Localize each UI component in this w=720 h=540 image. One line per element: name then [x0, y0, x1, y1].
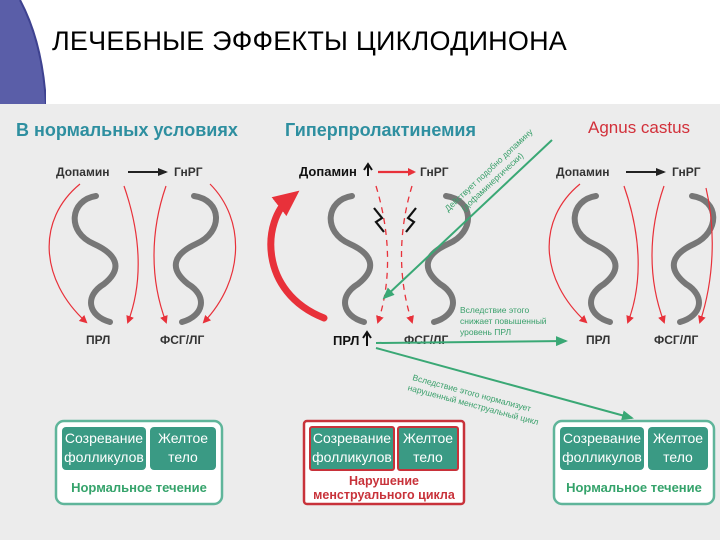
- label-gnrg-agnus: ГнРГ: [672, 165, 701, 179]
- label-dopamine-hyper: Допамин: [299, 164, 357, 179]
- box-corpus-normal-line2: тело: [168, 449, 198, 465]
- heading-normal: В нормальных условиях: [16, 120, 238, 140]
- up-arrow-dopamine-hyper: [363, 162, 373, 176]
- corner-decoration: [0, 0, 46, 104]
- heading-hyper: Гиперпролактинемия: [285, 120, 476, 140]
- label-prl-agnus: ПРЛ: [586, 333, 610, 347]
- page-title: ЛЕЧЕБНЫЕ ЭФФЕКТЫ ЦИКЛОДИНОНА: [52, 26, 567, 56]
- note-reduce-line3: уровень ПРЛ: [460, 327, 511, 337]
- box-corpus-luteum-normal: [150, 427, 216, 470]
- dashed-arrow-left-hyper: [375, 185, 389, 324]
- label-gnrg-normal: ГнРГ: [174, 165, 203, 179]
- label-dopamine-normal: Допамин: [56, 165, 109, 179]
- label-gnrg-hyper: ГнРГ: [420, 165, 449, 179]
- note-reduce-line1: Вследствие этого: [460, 305, 529, 315]
- box-follicles-hyper: [309, 426, 395, 471]
- flow-normal: Нормальное течение: [71, 480, 207, 495]
- box-follicles-agnus-line2: фолликулов: [562, 449, 642, 465]
- flow-hyper-line1: Нарушение: [349, 474, 419, 488]
- inner-arrow-right-normal: [153, 185, 168, 324]
- feedback-arrow-left-agnus: [548, 183, 588, 324]
- dashed-arrow-right-hyper: [400, 185, 414, 324]
- pituitary-right-normal: [172, 193, 219, 325]
- arrow-agnus-to-dopamine: [382, 139, 553, 300]
- label-fsg-normal: ФСГ/ЛГ: [160, 333, 204, 347]
- box-corpus-hyper-line1: Желтое: [403, 430, 453, 446]
- label-fsg-hyper: ФСГ/ЛГ: [404, 333, 448, 347]
- pituitary-left-normal: [71, 193, 119, 325]
- panel-normal: В нормальных условиях Допамин ГнРГ ПРЛ Ф…: [16, 120, 238, 506]
- inner-arrow-left-agnus: [623, 185, 639, 324]
- box-corpus-agnus-line2: тело: [663, 449, 693, 465]
- pituitary-right-agnus: [670, 193, 717, 325]
- box-follicles-normal: [62, 427, 146, 470]
- big-feedback-arrow-hyper: [267, 190, 328, 322]
- box-corpus-hyper-line2: тело: [413, 449, 443, 465]
- box-follicles-agnus-line1: Созревание: [563, 430, 641, 446]
- feedback-arrow-left-normal: [48, 183, 88, 324]
- box-corpus-normal-line1: Желтое: [158, 430, 208, 446]
- lightning-left-icon: [373, 207, 385, 233]
- inner-arrow-right-agnus: [651, 185, 666, 324]
- feedback-arrow-right-normal: [202, 183, 237, 324]
- flow-hyper-line2: менструального цикла: [313, 488, 456, 502]
- box-corpus-agnus-line1: Желтое: [653, 430, 703, 446]
- label-fsg-agnus: ФСГ/ЛГ: [654, 333, 698, 347]
- note-normalize: Вследствие этого нормализует нарушенный …: [407, 372, 540, 427]
- inner-arrow-left-normal: [123, 185, 139, 324]
- box-follicles-agnus: [560, 427, 644, 470]
- lightning-right-icon: [405, 207, 417, 233]
- panel-agnus: Agnus castus Допамин ГнРГ ПРЛ ФСГ/ЛГ Соз…: [548, 118, 717, 506]
- label-prl-normal: ПРЛ: [86, 333, 110, 347]
- note-dopamine-like: Действует подобно допамину (дофаминергич…: [443, 126, 536, 213]
- up-arrow-prl-hyper: [362, 330, 372, 346]
- feedback-arrow-right-agnus: [698, 187, 713, 324]
- box-corpus-luteum-hyper: [397, 426, 459, 471]
- label-prl-hyper: ПРЛ: [333, 333, 359, 348]
- box-follicles-hyper-line1: Созревание: [313, 430, 391, 446]
- note-reduce-line2: снижает повышенный: [460, 316, 547, 326]
- box-follicles-normal-line2: фолликулов: [64, 449, 144, 465]
- pituitary-left-hyper: [327, 193, 374, 325]
- pituitary-right-hyper: [424, 193, 471, 325]
- arrow-normalize-cycle: [375, 347, 634, 421]
- box-follicles-hyper-line2: фолликулов: [312, 449, 392, 465]
- box-corpus-luteum-agnus: [648, 427, 708, 470]
- heading-agnus: Agnus castus: [588, 118, 690, 137]
- panel-hyper: Гиперпролактинемия Допамин ГнРГ ПРЛ ФСГ/…: [267, 120, 476, 506]
- arrow-prl-reduce: [375, 336, 568, 347]
- box-follicles-normal-line1: Созревание: [65, 430, 143, 446]
- pituitary-left-agnus: [571, 193, 619, 325]
- flow-agnus: Нормальное течение: [566, 480, 702, 495]
- label-dopamine-agnus: Допамин: [556, 165, 609, 179]
